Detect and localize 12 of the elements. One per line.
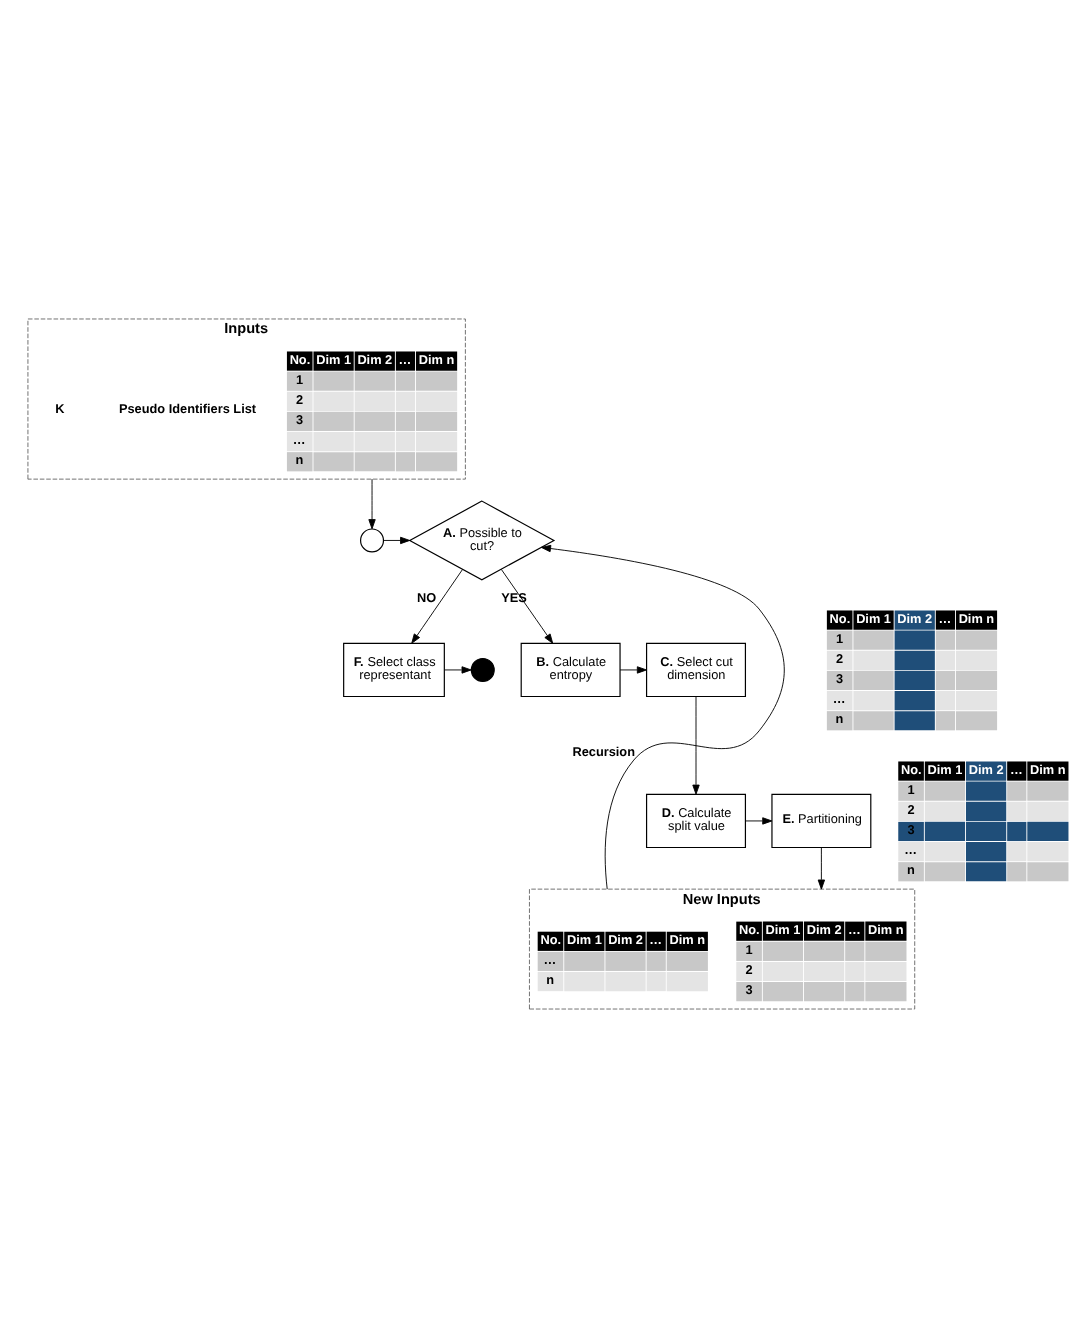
arrow xyxy=(619,666,647,674)
arrow xyxy=(383,536,411,545)
arrow xyxy=(500,568,554,644)
arrow xyxy=(692,696,700,795)
arrow xyxy=(745,817,773,825)
node-circle xyxy=(470,657,495,682)
node-circle xyxy=(360,528,385,553)
arrow xyxy=(411,568,464,644)
arrow xyxy=(444,666,472,674)
arrow xyxy=(817,847,826,890)
arrow xyxy=(540,544,785,890)
arrow xyxy=(368,478,376,530)
